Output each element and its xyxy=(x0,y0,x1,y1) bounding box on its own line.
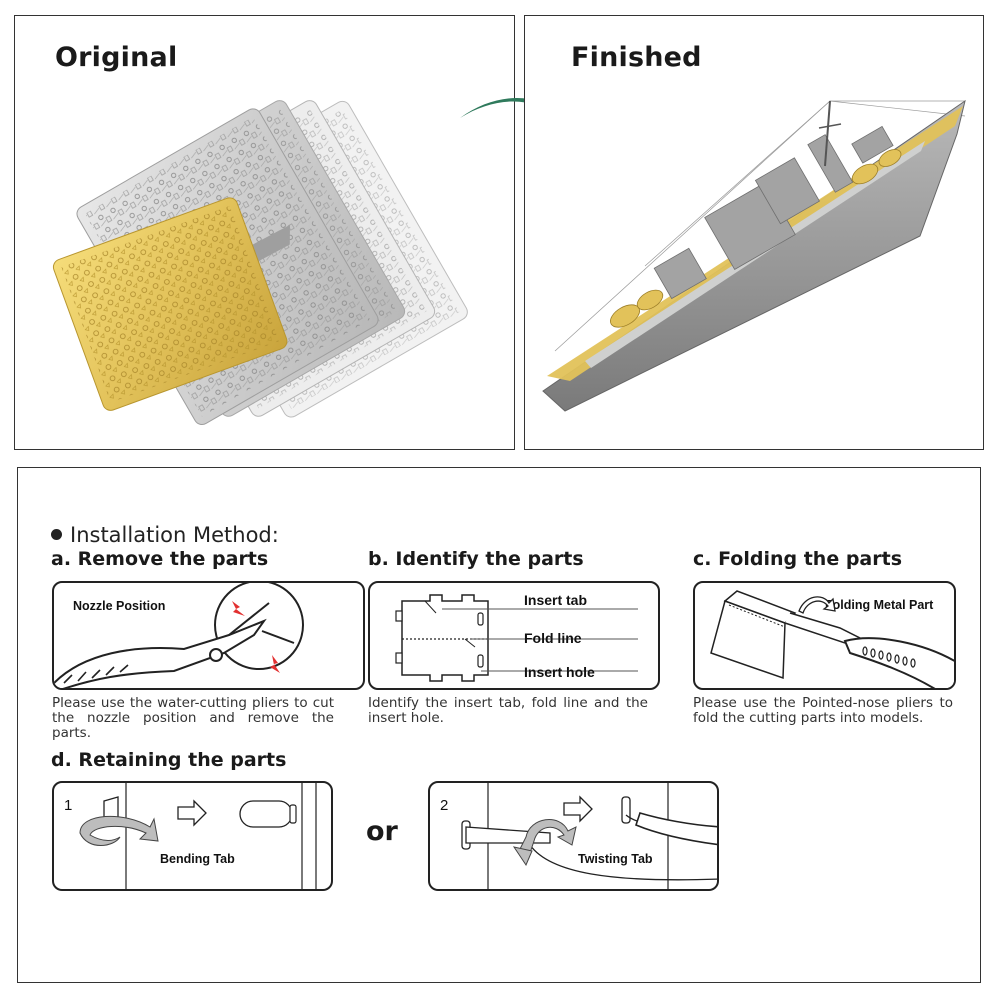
bullet-icon xyxy=(51,529,62,540)
finished-panel: Finished xyxy=(524,15,984,450)
step-d-option2-illustration: 2 Twisting Tab xyxy=(428,781,719,891)
folding-pliers-illustration xyxy=(710,590,954,688)
step-c-title: c. Folding the parts xyxy=(693,548,903,570)
metal-sheets-illustration xyxy=(52,100,468,425)
installation-heading: Installation Method: xyxy=(51,523,279,548)
step-c-illustration: Folding Metal Part xyxy=(693,581,956,690)
nozzle-position-label: Nozzle Position xyxy=(73,599,166,613)
finished-title: Finished xyxy=(571,42,702,73)
right-arrow-icon xyxy=(177,799,207,827)
rotate-arrow-icon xyxy=(798,596,836,614)
bending-tab-illustration xyxy=(79,783,317,889)
twisting-tab-label: Twisting Tab xyxy=(578,852,653,866)
step-b-description: Identify the insert tab, fold line and t… xyxy=(368,695,648,726)
battleship-model-illustration xyxy=(542,99,966,412)
step-d-option1-illustration: 1 Bending Tab xyxy=(52,781,333,891)
pliers-icon xyxy=(54,583,304,688)
option1-number: 1 xyxy=(64,797,73,814)
gold-sheet xyxy=(52,197,288,411)
folding-metal-part-label: Folding Metal Part xyxy=(825,598,934,612)
step-d-title: d. Retaining the parts xyxy=(51,749,287,771)
step-a-description: Please use the water-cutting pliers to c… xyxy=(52,695,334,741)
step-b-title: b. Identify the parts xyxy=(368,548,584,570)
installation-panel: Installation Method: a. Remove the parts… xyxy=(17,467,981,983)
bending-tab-label: Bending Tab xyxy=(160,852,235,866)
step-c-description: Please use the Pointed-nose pliers to fo… xyxy=(693,695,953,726)
step-a-title: a. Remove the parts xyxy=(51,548,269,570)
step-b-illustration: Insert tab Fold line Insert hole xyxy=(368,581,660,690)
or-label: or xyxy=(366,816,398,847)
insert-tab-label: Insert tab xyxy=(524,592,588,608)
right-arrow-icon-2 xyxy=(563,795,593,823)
step-a-illustration: Nozzle Position xyxy=(52,581,365,690)
fold-line-label: Fold line xyxy=(524,630,582,646)
original-panel: Original xyxy=(14,15,515,450)
twisting-tab-illustration xyxy=(461,783,717,889)
option2-number: 2 xyxy=(440,797,449,814)
insert-hole-label: Insert hole xyxy=(524,664,595,680)
metal-part-diagram xyxy=(395,594,638,682)
original-title: Original xyxy=(55,42,178,73)
